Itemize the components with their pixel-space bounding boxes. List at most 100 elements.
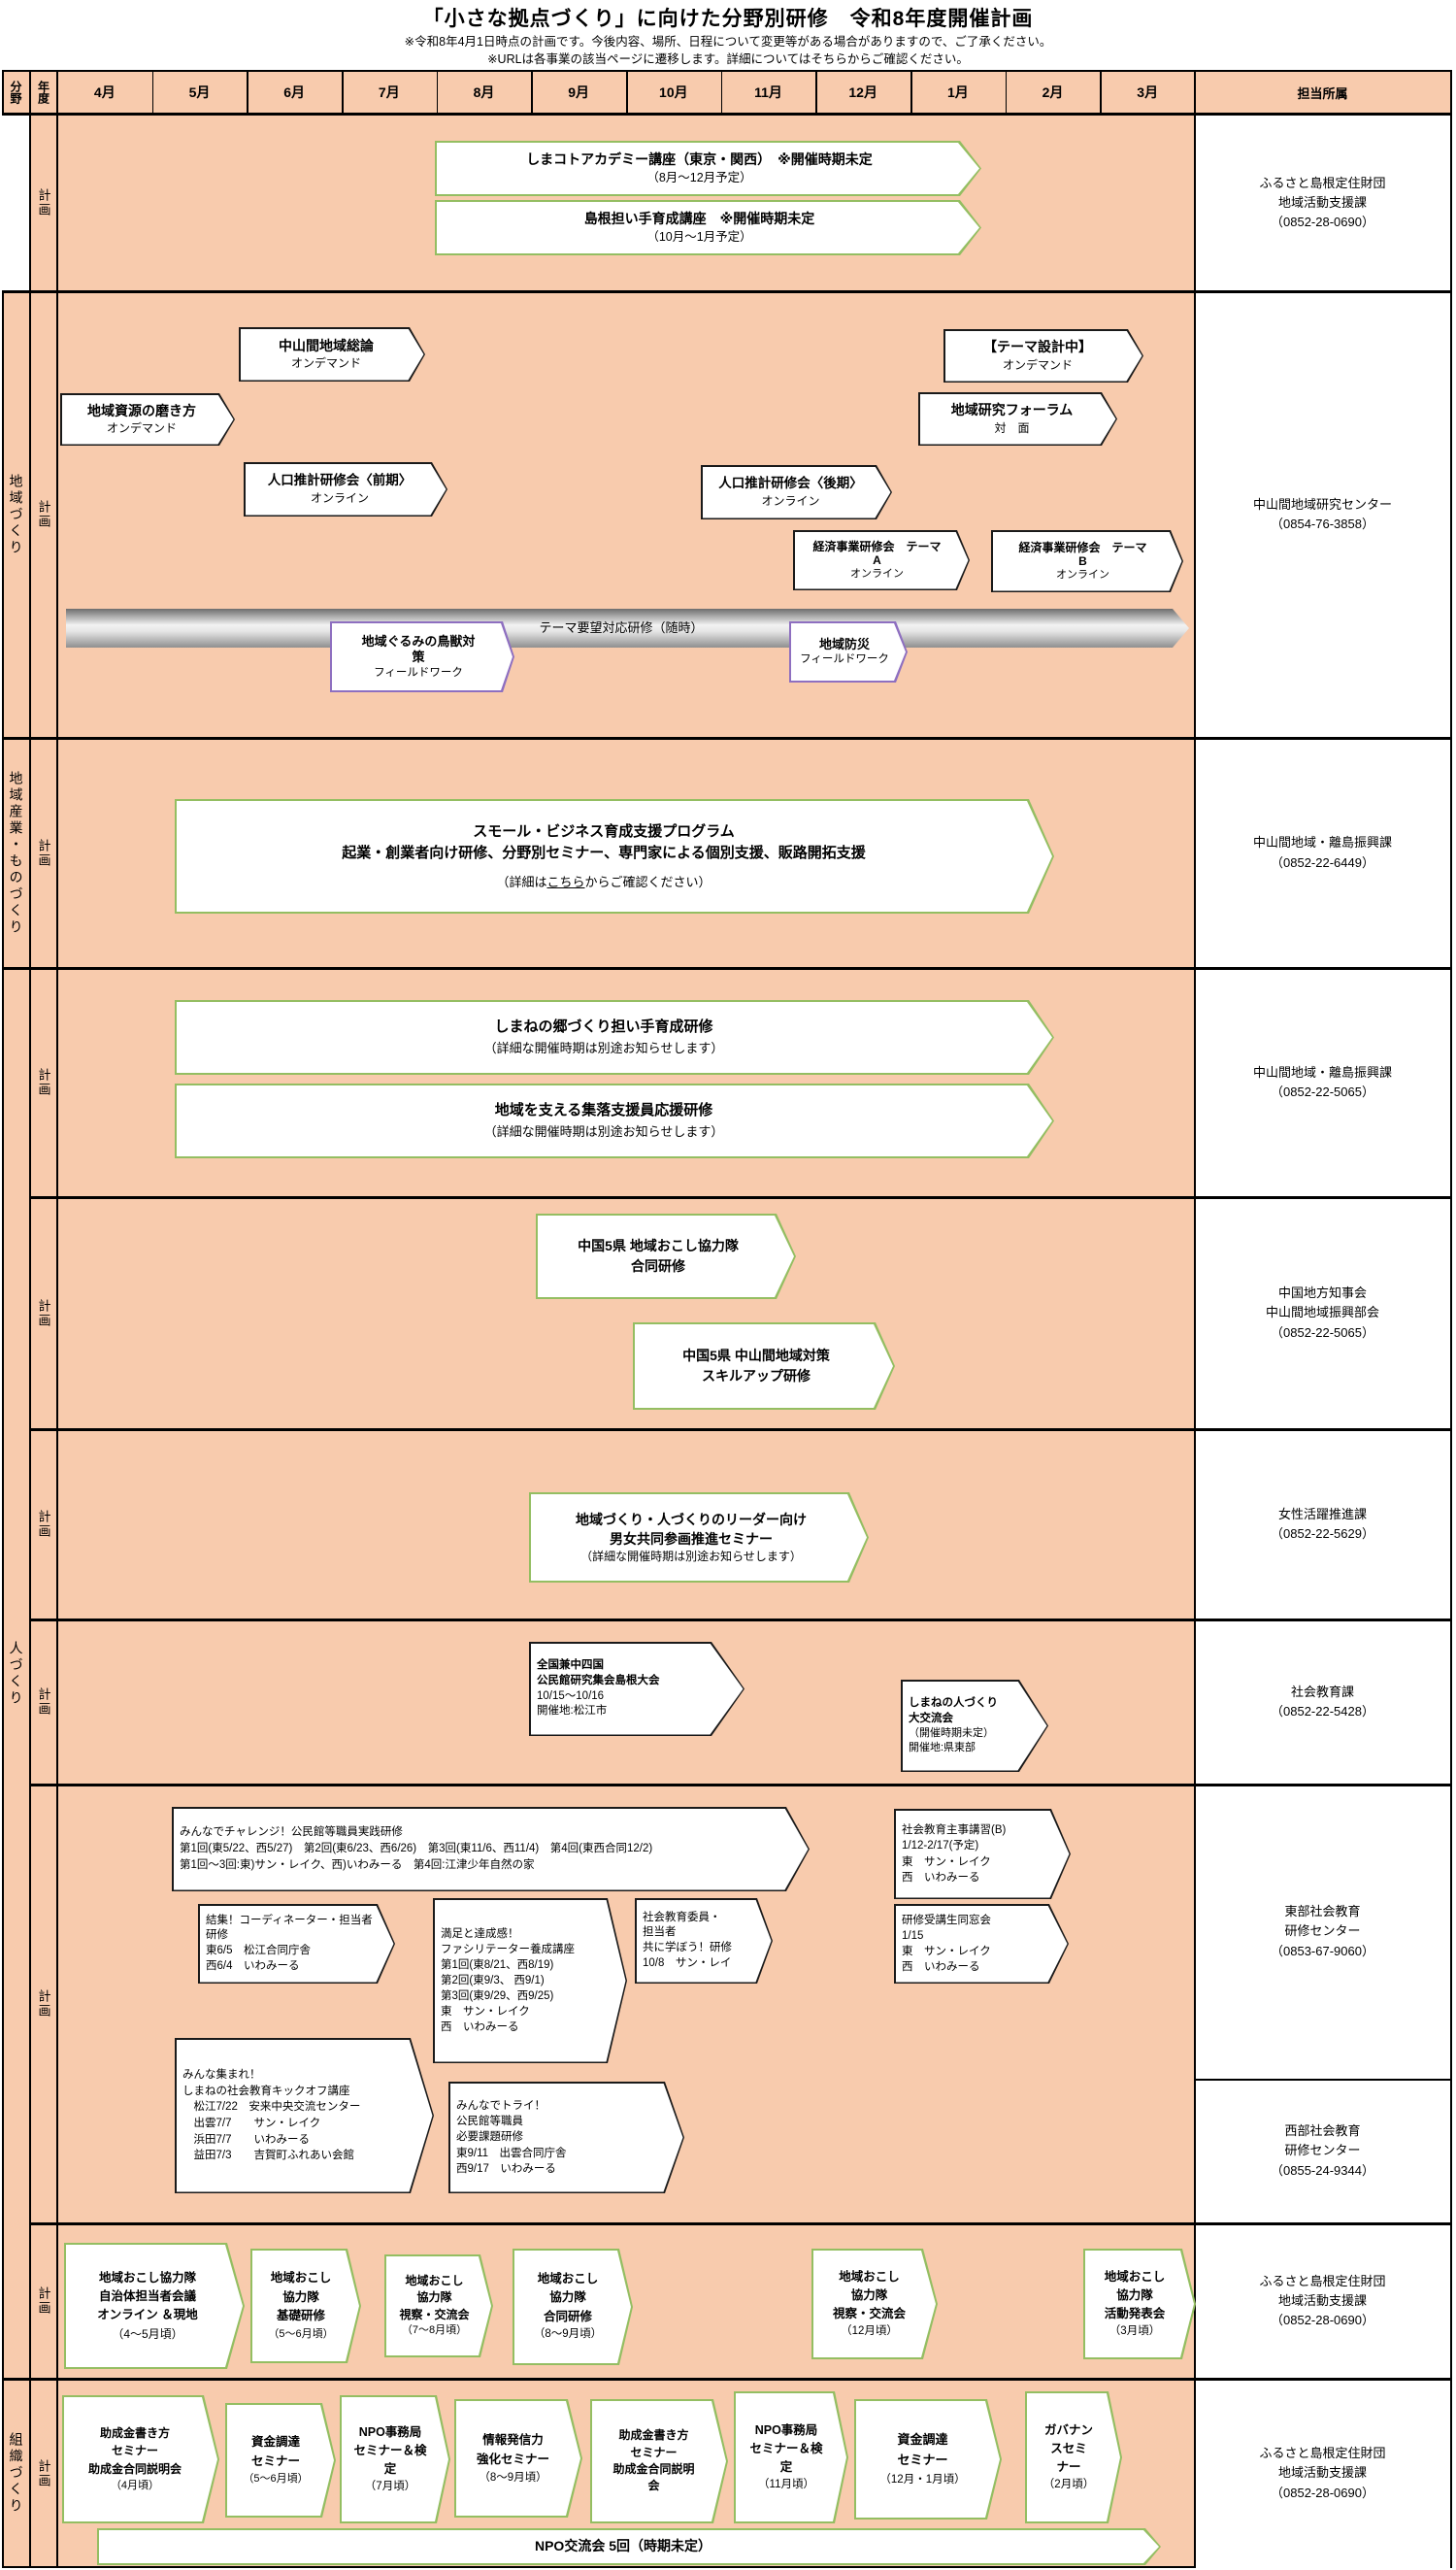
- event-banner-bg: [538, 1216, 794, 1297]
- plan-label: 計画: [36, 2286, 51, 2316]
- banner-line: 男女共同参画推進セミナー: [610, 1530, 773, 1547]
- event-banner-content: NPO事務局セミナー＆検定（7月頃）: [347, 2397, 433, 2521]
- banner-line: 1/15: [902, 1929, 924, 1942]
- event-banner: 地域おこし協力隊視察・交流会（12月頃）: [811, 2249, 938, 2359]
- event-banner-content: しまコトアカデミー講座（東京・関西） ※開催時期未定（8月～12月予定）: [443, 143, 956, 194]
- banner-line: 助成金合同説明: [612, 2462, 695, 2476]
- event-banner-bg: [174, 1809, 809, 1890]
- banner-line: オンデマンド: [1002, 357, 1073, 372]
- banner-line: 研修受講生同窓会: [902, 1914, 991, 1926]
- owner-cell: 西部社会教育研修センター（0855-24-9344）: [1195, 2079, 1450, 2223]
- banner-line: （12月頃）: [841, 2324, 898, 2337]
- event-banner-bg: [227, 2405, 334, 2516]
- row-border: [30, 2222, 1450, 2225]
- owner-cell: ふるさと島根定住財団地域活動支援課（0852-28-0690）: [1195, 2379, 1450, 2568]
- owner-line: （0854-76-3858）: [1271, 517, 1374, 531]
- details-link[interactable]: こちら: [546, 874, 585, 889]
- month-header-cell: 5月: [188, 84, 211, 100]
- col-border-year-months: [56, 70, 58, 2568]
- event-banner-bg: [450, 2084, 683, 2192]
- field-cell: [2, 115, 30, 291]
- banner-line: （詳細な開催時期は別途お知らせします）: [580, 1550, 802, 1564]
- banner-line: 西9/17 いわみーる: [456, 2162, 556, 2175]
- banner-line: 人口推計研修会〈後期〉: [718, 476, 863, 491]
- banner-line: 出雲7/7 サン・レイク: [182, 2118, 321, 2129]
- event-banner-content: 中国5県 中山間地域対策スキルアップ研修: [641, 1324, 872, 1408]
- banner-line: ファシリテーター養成講座: [441, 1943, 575, 1955]
- row-border: [30, 1784, 1450, 1786]
- banner-line: ガバナン: [1043, 2423, 1093, 2438]
- banner-line: 西 いわみーる: [902, 1961, 980, 1974]
- month-header-cell: 12月: [848, 84, 877, 100]
- plan-cell: 計画: [30, 968, 57, 1197]
- month-header-cell: 2月: [1042, 84, 1064, 100]
- event-banner-content: みんな集まれ！しまねの社会教育キックオフ講座 松江7/22 安来中央交流センター…: [182, 2040, 407, 2191]
- event-banner-content: 地域おこし協力隊合同研修（8～9月頃）: [520, 2251, 615, 2363]
- month-separator: [1005, 70, 1008, 115]
- event-banner: 中国5県 中山間地域対策スキルアップ研修: [633, 1322, 895, 1410]
- event-banner-bg: [64, 2397, 217, 2521]
- plan-label: 計画: [36, 1068, 51, 1097]
- plan-label: 計画: [36, 1989, 51, 2019]
- banner-line: （7～8月頃）: [401, 2324, 468, 2337]
- banner-line: 西6/4 いわみーる: [206, 1959, 300, 1972]
- owner-line: 中山間地域・離島振興課: [1252, 835, 1392, 851]
- owner-cell: 中山間地域・離島振興課（0852-22-5065）: [1195, 968, 1450, 1197]
- banner-line: 強化セミナー: [476, 2452, 549, 2466]
- banner-line: 第1回～3回:東)サン・レイク、西)いわみーる 第4回:江津少年自然の家: [180, 1858, 535, 1871]
- event-banner-bg: [903, 1682, 1047, 1771]
- banner-line: 結集！コーディネーター・担当者研修: [206, 1914, 373, 1942]
- owner-line: 社会教育課: [1290, 1684, 1354, 1699]
- banner-line: オンライン: [1056, 568, 1109, 581]
- month-separator: [1100, 70, 1102, 115]
- banner-line: 地域資源の磨き方: [87, 402, 196, 418]
- event-banner: しまねの人づくり大交流会（開催時期未定）開催地:県東部: [901, 1680, 1048, 1772]
- banner-line: （10月～1月予定）: [646, 229, 752, 244]
- banner-line: NPO交流会 5回（時期未定）: [534, 2538, 711, 2554]
- event-banner-bg: [241, 329, 424, 381]
- event-banner: みんなでチャレンジ！公民館等職員実践研修第1回(東5/22、西5/27) 第2回…: [172, 1807, 810, 1891]
- plan-label: 計画: [36, 838, 51, 868]
- banner-line: 東9/11 出雲合同庁舎: [456, 2147, 567, 2159]
- banner-line: 満足と達成感！: [441, 1927, 519, 1940]
- event-banner-bg: [531, 1644, 744, 1735]
- event-banner-content: 地域おこし協力隊視察・交流会（12月頃）: [819, 2251, 919, 2357]
- event-banner: 地域ぐるみの鳥獣対策フィールドワーク: [330, 621, 514, 692]
- event-banner: 地域おこし協力隊合同研修（8～9月頃）: [513, 2249, 633, 2365]
- owner-line: （0855-24-9344）: [1271, 2162, 1374, 2178]
- banner-line: 松江7/22 安来中央交流センター: [182, 2101, 361, 2114]
- row-border: [30, 737, 1450, 740]
- event-banner: 地域研究フォーラム対 面: [918, 392, 1117, 446]
- event-banner-content: 社会教育主事講習(B)1/12-2/17(予定)東 サン・レイク西 いわみーる: [902, 1811, 1047, 1897]
- banner-line: 地域おこし: [537, 2272, 599, 2286]
- banner-line: しまねの郷づくり担い手育成研修: [494, 1018, 713, 1036]
- owner-line: 中国地方知事会: [1277, 1285, 1367, 1301]
- month-separator: [815, 70, 817, 115]
- note-line-1: ※令和8年4月1日時点の計画です。今後内容、場所、日程について変更等がある場合が…: [404, 35, 1052, 49]
- banner-line: （8～9月頃）: [479, 2471, 547, 2484]
- event-banner-bg: [386, 2256, 491, 2355]
- owner-line: 西部社会教育: [1284, 2123, 1361, 2139]
- owner-line: （0852-22-5629）: [1271, 1526, 1374, 1541]
- owner-line: 東部社会教育: [1284, 1904, 1361, 1919]
- plan-cell: 計画: [30, 291, 57, 738]
- event-banner-bg: [177, 1085, 1052, 1156]
- event-banner-bg: [252, 2251, 359, 2361]
- owner-cell: ふるさと島根定住財団地域活動支援課（0852-28-0690）: [1195, 115, 1450, 291]
- event-banner-content: 人口推計研修会〈後期〉オンライン: [709, 467, 873, 517]
- banner-line: （8～9月頃）: [533, 2328, 603, 2341]
- event-banner-bg: [993, 532, 1182, 591]
- event-banner-bg: [342, 2397, 448, 2521]
- owner-line: 地域活動支援課: [1277, 2292, 1367, 2308]
- plan-cell: 計画: [30, 2379, 57, 2568]
- row-border: [30, 290, 1450, 293]
- banner-line: B: [1078, 554, 1087, 569]
- event-banner: 地域おこし協力隊自治体担当者会議オンライン ＆現地（4～5月頃）: [64, 2243, 245, 2369]
- field-cell: 組織づくり: [2, 2379, 30, 2568]
- row-border: [30, 1619, 1450, 1621]
- banner-line: 地域づくり・人づくりのリーダー向け: [576, 1511, 807, 1527]
- banner-line: 第3回(東9/29、西9/25): [441, 1990, 554, 2003]
- event-banner-bg: [200, 1906, 394, 1983]
